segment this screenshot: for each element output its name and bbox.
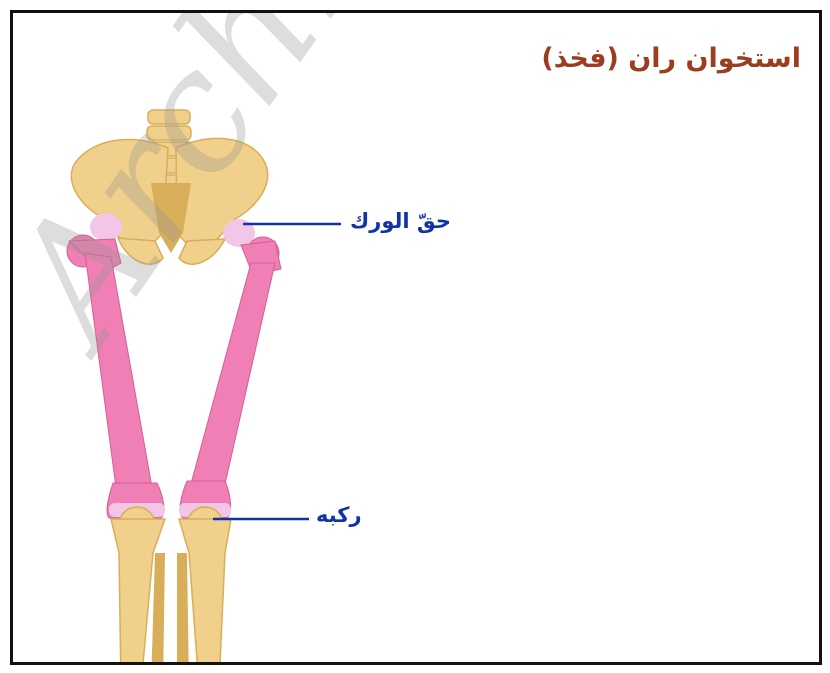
left-femur bbox=[67, 235, 164, 518]
diagram-title: استخوان ران (فخذ) bbox=[541, 43, 801, 74]
left-lower-leg bbox=[111, 507, 165, 665]
leg-skeleton-illustration bbox=[13, 13, 822, 665]
figure-frame: Archive of S استخوان ران (فخذ) حقّ الورك… bbox=[10, 10, 822, 665]
left-hip-cartilage bbox=[90, 213, 122, 241]
right-lower-leg bbox=[177, 507, 231, 665]
label-hip-socket: حقّ الورك bbox=[350, 209, 451, 233]
right-femur bbox=[180, 237, 281, 518]
label-knee: ركبه bbox=[316, 503, 362, 527]
